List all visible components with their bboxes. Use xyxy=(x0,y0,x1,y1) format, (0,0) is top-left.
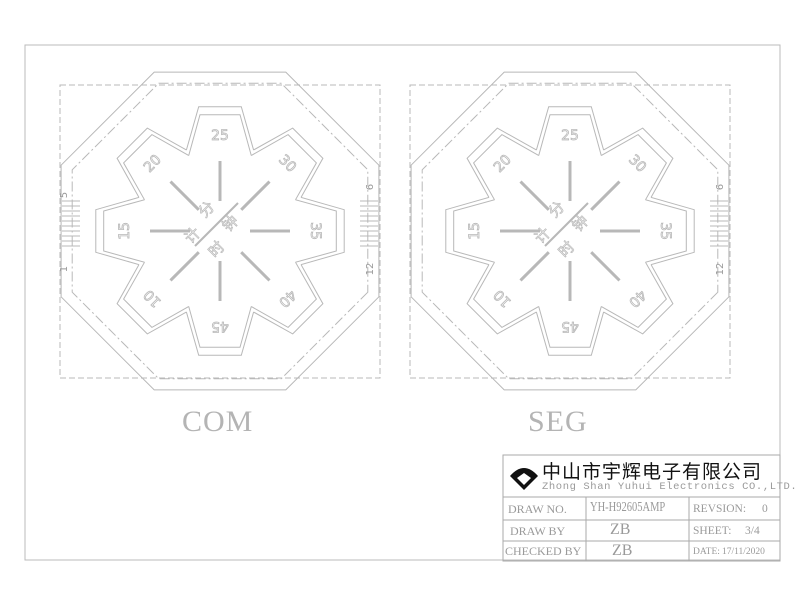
center-character: 分 xyxy=(195,198,218,221)
title-block-grid xyxy=(502,454,781,562)
dial-label: 40 xyxy=(625,286,649,310)
company-logo-icon xyxy=(510,468,538,490)
center-bar xyxy=(544,202,589,247)
seg-label: SEG xyxy=(528,405,588,438)
date-label: DATE: xyxy=(693,547,720,557)
dial-label: 15 xyxy=(467,222,483,240)
dial-label: 35 xyxy=(307,222,323,240)
segment-bar xyxy=(240,251,271,282)
pin-number: 1 xyxy=(59,266,70,272)
segment-bar xyxy=(240,180,271,211)
draw-no-label: DRAW NO. xyxy=(508,502,567,516)
segment-bar xyxy=(169,251,200,282)
center-character: 时 xyxy=(555,238,578,261)
dial-label: 40 xyxy=(275,286,299,310)
dial-label: 15 xyxy=(117,222,133,240)
center-character: 钟 xyxy=(219,212,242,235)
dial-label: 35 xyxy=(657,222,673,240)
pin-number: 12 xyxy=(715,263,726,276)
center-character: 分 xyxy=(545,198,568,221)
outer-octagon xyxy=(60,71,380,391)
segment-bar xyxy=(169,180,200,211)
dial-outer xyxy=(445,106,695,356)
draw-by-label: DRAW BY xyxy=(510,524,566,538)
checked-by-label: CHECKED BY xyxy=(505,544,582,558)
draw-no-value: YH-H92605AMP xyxy=(590,500,666,515)
dial-label: 20 xyxy=(141,152,165,176)
dial-label: 25 xyxy=(561,128,579,144)
pin-number: 6 xyxy=(365,184,376,190)
outer-octagon xyxy=(410,71,730,391)
inner-octagon xyxy=(421,82,719,380)
dial-outer xyxy=(95,106,345,356)
date-value: 17/11/2020 xyxy=(722,547,765,557)
dial-label: 10 xyxy=(491,286,515,310)
dial-label: 10 xyxy=(141,286,165,310)
pin-number: 5 xyxy=(59,192,70,198)
center-character: 钟 xyxy=(569,212,592,235)
drawing-frame xyxy=(24,44,781,561)
segment-bar xyxy=(590,180,621,211)
dial-inner xyxy=(103,114,337,348)
center-character: 时 xyxy=(205,238,228,261)
pin-number: 12 xyxy=(365,263,376,276)
center-character: 计 xyxy=(531,224,554,247)
segment-bar xyxy=(519,180,550,211)
segment-bar xyxy=(519,251,550,282)
checked-by-value: ZB xyxy=(612,542,633,559)
center-bar xyxy=(194,202,239,247)
dial-label: 30 xyxy=(275,152,299,176)
segment-bar xyxy=(590,251,621,282)
center-character: 计 xyxy=(181,224,204,247)
sheet-value: 3/4 xyxy=(745,525,760,537)
com-label: COM xyxy=(182,405,254,438)
pin-number: 6 xyxy=(715,184,726,190)
inner-octagon xyxy=(71,82,369,380)
dial-label: 25 xyxy=(211,128,229,144)
dial-inner xyxy=(453,114,687,348)
revision-label: REVSION: xyxy=(693,503,747,515)
sheet-label: SHEET: xyxy=(693,525,732,537)
dial-label: 30 xyxy=(625,152,649,176)
company-name-en: Zhong Shan Yuhui Electronics CO.,LTD. xyxy=(542,481,798,493)
company-name-cn: 中山市宇辉电子有限公司 xyxy=(542,461,763,483)
dial-label: 45 xyxy=(561,318,579,334)
draw-by-value: ZB xyxy=(610,521,631,538)
dial-label: 20 xyxy=(491,152,515,176)
revision-value: 0 xyxy=(762,503,768,515)
dial-label: 45 xyxy=(211,318,229,334)
